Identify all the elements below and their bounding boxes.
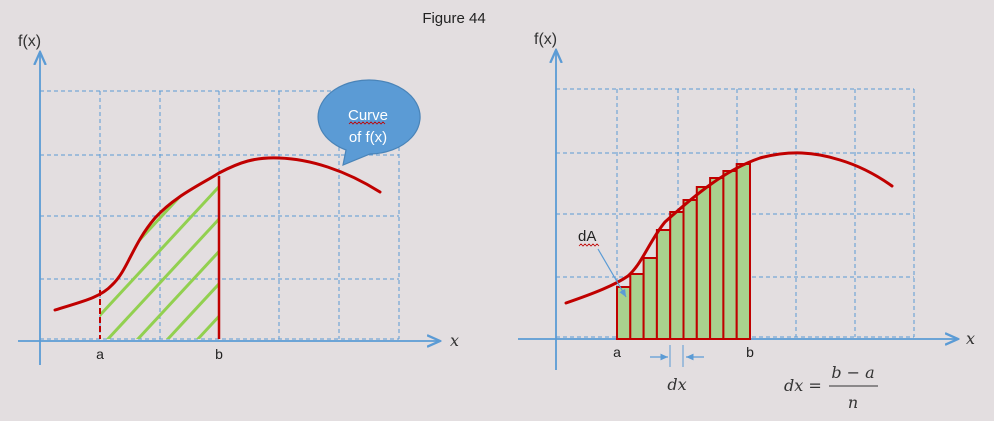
callout-bubble (317, 79, 421, 166)
riemann-strip (642, 257, 658, 340)
riemann-strip (722, 170, 738, 340)
curve-callout: Curve of f(x) (317, 79, 421, 166)
dA-spellcheck-underline (578, 243, 600, 247)
left-panel: f(x) x a b Curve of f(x) (18, 33, 530, 380)
hatch-line (100, 173, 219, 339)
strip-label-dA: dA (578, 228, 596, 245)
left-x-axis-label: x (450, 331, 459, 350)
formula-denominator: n (848, 393, 858, 412)
left-y-axis-label: f(x) (18, 33, 41, 50)
hatch-line (100, 173, 219, 339)
right-x-axis-label: x (966, 329, 975, 348)
hatch-line (158, 173, 219, 339)
callout-text-line2: of f(x) (349, 129, 387, 146)
callout-text-line1: Curve (348, 107, 388, 124)
right-panel: f(x) x a b dA dx dx = b − a n (518, 31, 975, 412)
right-b-label: b (746, 344, 754, 360)
riemann-strips (616, 163, 752, 340)
riemann-strip (695, 186, 712, 340)
formula-lhs: dx = (784, 376, 822, 395)
left-curve (53, 156, 382, 312)
right-curve (564, 151, 894, 305)
dx-width-indicator (650, 345, 704, 367)
left-b-label: b (215, 346, 223, 362)
riemann-strip (616, 286, 632, 340)
left-a-label: a (96, 346, 104, 362)
right-y-axis-label: f(x) (534, 31, 557, 48)
riemann-strip (655, 229, 672, 340)
riemann-strip (735, 163, 752, 340)
right-a-label: a (613, 344, 621, 360)
dx-label: dx (667, 375, 686, 394)
hatch-line (100, 173, 219, 339)
hatch-line (128, 173, 219, 339)
spellcheck-underline (348, 121, 386, 125)
figure-title: Figure 44 (422, 10, 485, 27)
riemann-strip (669, 211, 685, 340)
formula-numerator: b − a (831, 363, 874, 382)
riemann-strip (629, 273, 645, 340)
dx-formula: dx = b − a n (784, 363, 878, 412)
dA-pointer-arrow (597, 248, 627, 298)
riemann-strip (682, 199, 698, 340)
riemann-strip (709, 177, 725, 340)
hatch-line (280, 110, 530, 380)
